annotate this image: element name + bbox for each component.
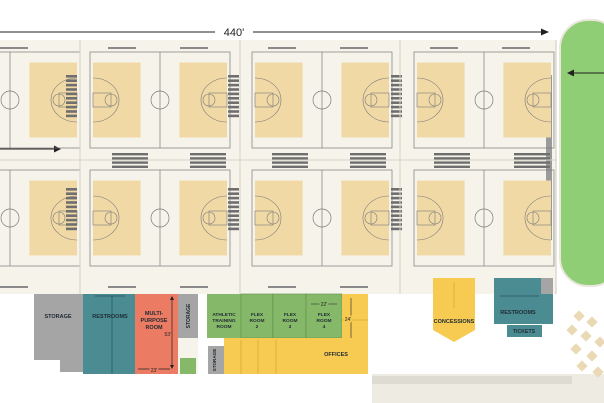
room-flex4-label-1: FLEX: [318, 312, 331, 318]
multipurpose-depth-label: 53': [164, 332, 171, 338]
court-8: [413, 169, 555, 267]
room-multipurpose-label-3: ROOM: [145, 325, 163, 331]
court-7: [251, 169, 393, 267]
paver-2: [586, 316, 598, 328]
room-flex2-label-1: FLEX: [251, 312, 264, 318]
court-4: [413, 51, 555, 149]
bench-8: [0, 286, 28, 288]
paver-8: [576, 360, 588, 372]
bench-1: [0, 47, 28, 49]
bleachers: [0, 47, 550, 288]
bleacher-h-6: [514, 153, 550, 168]
support-rooms: STORAGE RESTROOMS MULTI- PURPOSE ROOM 53…: [34, 278, 553, 376]
bench-4: [268, 47, 296, 49]
bench-2: [108, 47, 136, 49]
multipurpose-width-label: 23': [151, 368, 158, 374]
room-tickets-label: TICKETS: [513, 329, 536, 335]
room-storage-lower: STORAGE: [208, 346, 224, 374]
room-storage-lower-label: STORAGE: [212, 349, 217, 372]
room-athletic-training: ATHLETIC TRAINING ROOM: [207, 294, 241, 338]
paver-7: [586, 350, 598, 362]
bleacher-h-3: [434, 153, 470, 168]
bleacher-v-2: [66, 188, 77, 231]
room-offices: OFFICES 24': [224, 294, 368, 374]
court-dividers: [0, 40, 556, 294]
bench-10: [180, 286, 208, 288]
bench-7: [502, 47, 530, 49]
room-flex3-label-3: 3: [289, 324, 292, 330]
overall-width-label: 440': [224, 27, 244, 39]
room-athletic-label-1: ATHLETIC: [212, 312, 236, 318]
room-restrooms-west-label: RESTROOMS: [92, 314, 128, 320]
room-flex2-label-2: ROOM: [250, 318, 265, 324]
paver-1: [573, 310, 585, 322]
room-concessions: CONCESSIONS: [433, 278, 475, 342]
bench-9: [108, 286, 136, 288]
room-multipurpose: MULTI- PURPOSE ROOM 53' 23': [135, 294, 178, 376]
bleacher-h-1: [112, 153, 148, 168]
room-flex-2: FLEX ROOM 2: [240, 293, 274, 339]
room-multipurpose-label-1: MULTI-: [145, 311, 163, 317]
paver-5: [594, 336, 604, 348]
site-edge: [0, 294, 34, 403]
stair-flex: [180, 358, 196, 374]
bench-5: [340, 47, 368, 49]
bleacher-h-2: [272, 153, 308, 168]
bleacher-v-3: [228, 75, 239, 118]
paver-3: [566, 324, 578, 336]
room-storage-main-label: STORAGE: [44, 314, 71, 320]
bleacher-h-4: [190, 153, 226, 168]
room-flex3-label-1: FLEX: [284, 312, 297, 318]
court-3: [251, 51, 393, 149]
room-offices-label: OFFICES: [324, 352, 348, 358]
room-athletic-label-3: ROOM: [217, 324, 232, 330]
room-storage-small-label: STORAGE: [186, 303, 192, 328]
bleacher-v-6: [391, 188, 402, 231]
bench-12: [340, 286, 368, 288]
court-6: [89, 169, 231, 267]
room-concessions-label: CONCESSIONS: [434, 319, 475, 325]
room-restrooms-west: RESTROOMS: [83, 294, 135, 374]
bench-6: [430, 47, 458, 49]
basketball-courts: [0, 51, 555, 267]
office-depth-label: 24': [345, 317, 352, 323]
room-restrooms-east-label: RESTROOMS: [500, 310, 536, 316]
bench-11: [268, 286, 296, 288]
room-storage-main: STORAGE: [34, 294, 83, 372]
room-flex4-label-2: ROOM: [317, 318, 332, 324]
outdoor-field: [559, 19, 604, 287]
bleacher-h-5: [350, 153, 386, 168]
room-flex-4: FLEX ROOM 4 22': [305, 293, 343, 339]
bleacher-v-4: [228, 188, 239, 231]
bleacher-v-1: [66, 75, 77, 118]
bleacher-v-5: [391, 75, 402, 118]
entry-plaza: [372, 374, 604, 403]
west-dimension-arrow: [0, 145, 61, 153]
paver-6: [570, 343, 582, 355]
room-flex-3: FLEX ROOM 3: [272, 293, 307, 339]
paver-4: [580, 330, 592, 342]
court-2: [89, 51, 231, 149]
room-tickets: TICKETS: [507, 325, 542, 337]
overall-dimension: 440': [0, 27, 549, 39]
room-multipurpose-label-2: PURPOSE: [141, 318, 168, 324]
storage-width-label: 22': [321, 302, 328, 308]
plaza-pavers: [566, 310, 604, 378]
room-restrooms-east: RESTROOMS: [494, 278, 553, 324]
room-flex2-label-3: 2: [256, 324, 259, 330]
room-storage-small: STORAGE: [178, 294, 198, 338]
room-flex4-label-3: 4: [323, 324, 326, 330]
bench-3: [180, 47, 208, 49]
room-flex3-label-2: ROOM: [283, 318, 298, 324]
room-athletic-label-2: TRAINING: [212, 318, 235, 324]
paver-9: [592, 366, 604, 378]
